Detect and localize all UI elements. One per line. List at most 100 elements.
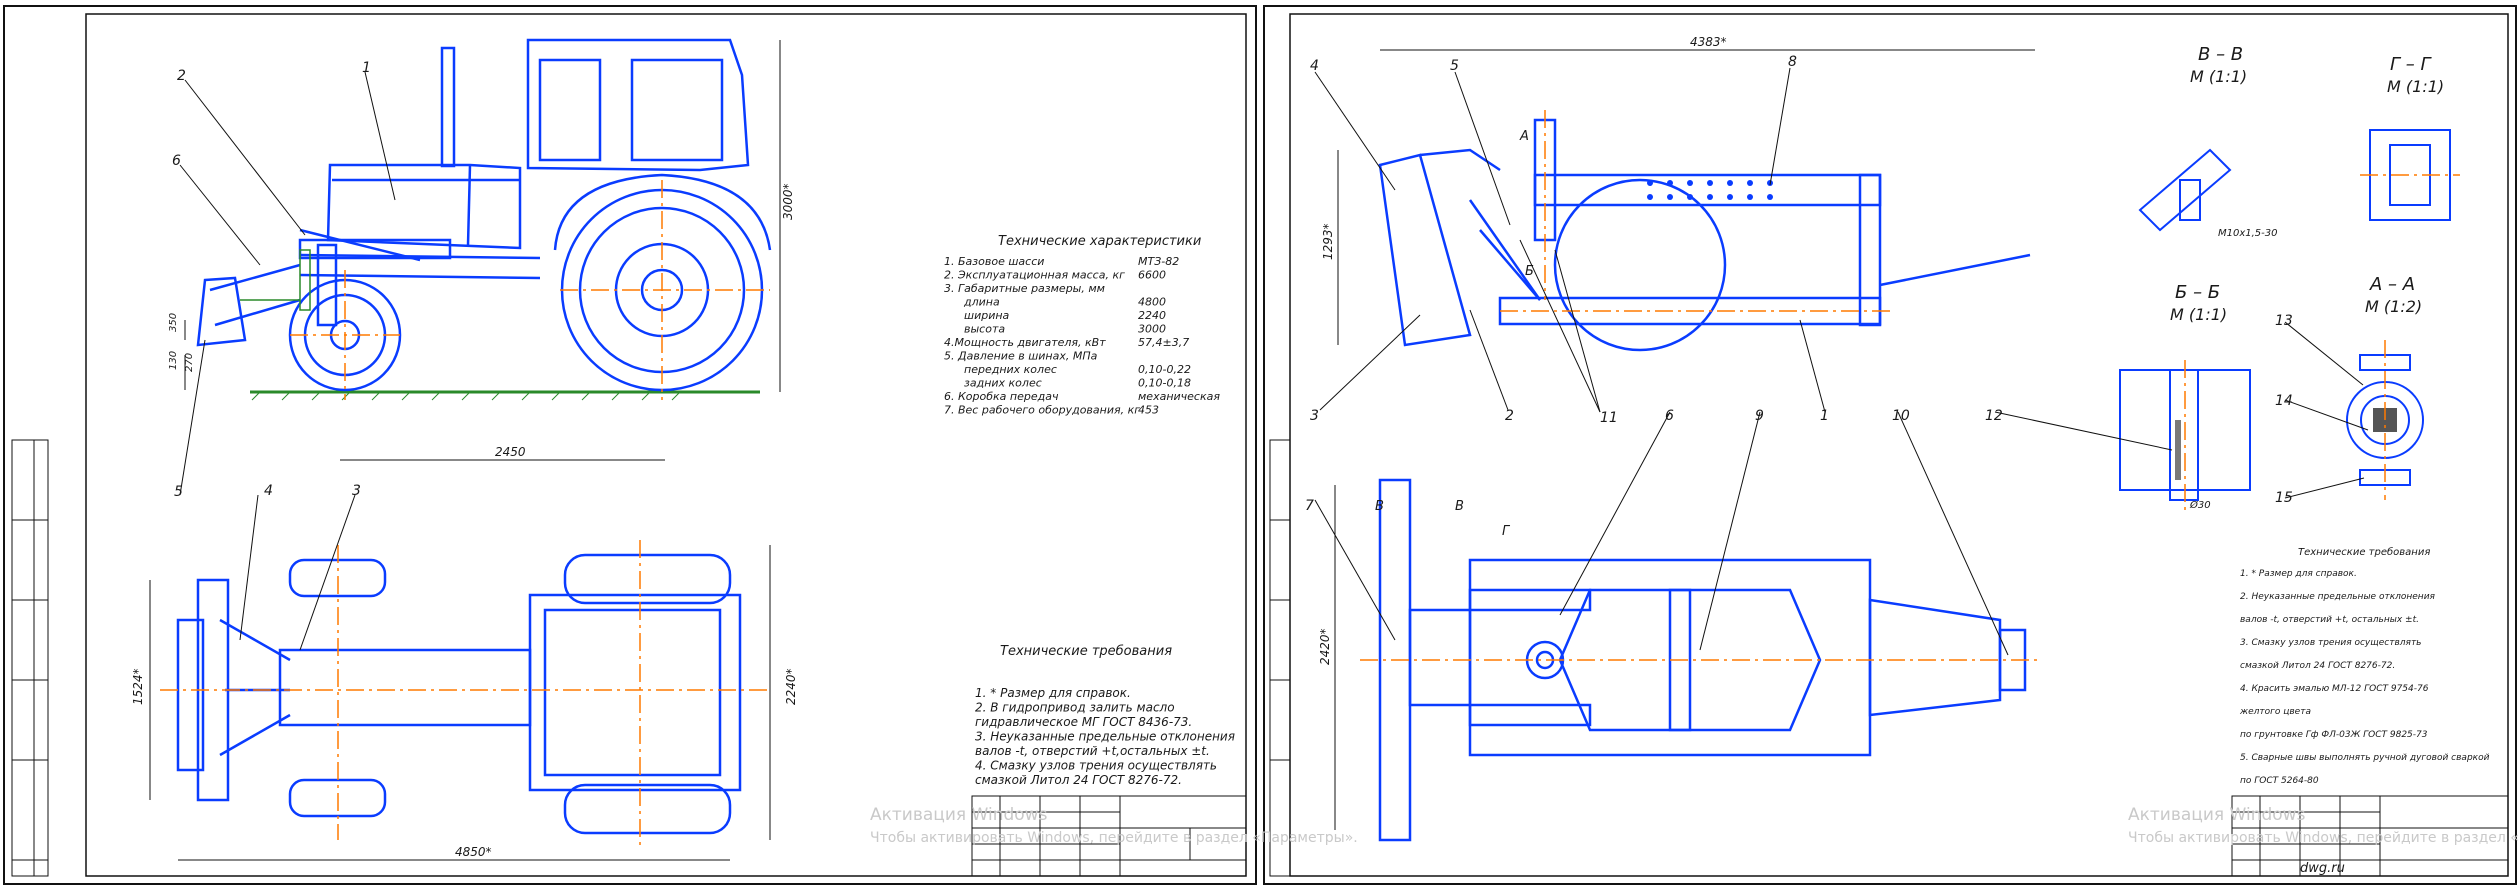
left-tech-req-line: смазкой Литол 24 ГОСТ 8276-72.: [975, 773, 1182, 787]
tech-char-value: 453: [1138, 404, 1159, 417]
exhaust-pipe: [440, 46, 456, 168]
dim-d3: 270: [184, 353, 195, 372]
attachment-side-view: [1378, 118, 2031, 352]
tech-characteristics: Технические характеристики 1. Базовое ша…: [944, 234, 1220, 417]
ground-hatch: [251, 391, 681, 401]
site-mark: dwg.ru: [2300, 861, 2345, 876]
right-callout-15: 15: [2275, 490, 2293, 506]
activation-watermark: Активация Windows Чтобы активировать Win…: [870, 805, 2520, 846]
watermark-line1-right: Активация Windows: [2128, 805, 2306, 825]
tech-char-value: 57,4±3,7: [1138, 336, 1189, 349]
watermark-line1: Активация Windows: [870, 805, 1048, 825]
tech-char-value: 0,10-0,22: [1138, 363, 1191, 376]
right-sheet: 4383* 1293* 2420*: [1263, 5, 2517, 885]
cab: [526, 38, 750, 172]
left-tech-req-line: 3. Неуказанные предельные отклонения: [975, 730, 1235, 744]
left-callout-3: 3: [352, 483, 361, 499]
left-sheet: 3000* 2450 1524* 2240* 4850* 350 130 270…: [3, 5, 1257, 885]
tech-char-value: 3000: [1138, 323, 1166, 336]
right-callout-3: 3: [1310, 408, 1319, 424]
right-callout-11: 11: [1600, 410, 1618, 426]
blade-side: [1378, 153, 1472, 347]
right-tech-requirements: Технические требования 1. * Размер для с…: [2239, 546, 2490, 786]
left-sheet-border: [3, 5, 1257, 885]
tech-char-value: 2240: [1138, 309, 1166, 322]
tech-char-label: длина: [963, 296, 1000, 309]
left-dims: [149, 40, 781, 861]
dim-overall: 4383*: [1690, 35, 1727, 49]
right-callout-9: 9: [1755, 408, 1764, 424]
dim-pin: Ø30: [2189, 499, 2211, 511]
view-mark-a: А: [1519, 129, 1529, 144]
tech-char-title: Технические характеристики: [998, 234, 1201, 249]
right-dims-side: [1334, 49, 2035, 830]
section-label-vv: В – В: [2198, 44, 2243, 65]
dim-height: 3000*: [781, 183, 795, 220]
right-title-block: [2231, 795, 2509, 877]
tech-char-label: 2. Эксплуатационная масса, кг: [944, 269, 1125, 282]
left-tech-req-line: 2. В гидропривод залить масло: [975, 701, 1175, 715]
right-tech-req-line: по ГОСТ 5264-80: [2240, 776, 2319, 786]
attachment-side-axes: [1500, 110, 1890, 312]
top-axes: [160, 540, 770, 850]
tech-char-value: 4800: [1138, 296, 1166, 309]
view-mark-g: Г: [1502, 524, 1511, 539]
left-leaders: [179, 71, 396, 651]
left-title-block: [971, 795, 1247, 877]
section-scale-gg: М (1:1): [2387, 77, 2444, 96]
right-leaders: [1314, 67, 2369, 656]
tech-char-label: 1. Базовое шасси: [944, 255, 1044, 268]
right-tech-req-line: 3. Смазку узлов трения осуществлять: [2240, 638, 2422, 648]
left-callout-6: 6: [172, 153, 181, 169]
upper-frame: [1533, 173, 1882, 207]
right-callout-13: 13: [2275, 313, 2293, 329]
right-callout-8: 8: [1788, 54, 1797, 70]
hitch: [1868, 598, 2002, 717]
section-scale-vv: М (1:1): [2190, 67, 2247, 86]
dim-bolt: М10х1,5-30: [2218, 228, 2278, 239]
watermark-line2: Чтобы активировать Windows, перейдите в …: [870, 830, 1358, 846]
right-tech-req-line: смазкой Литол 24 ГОСТ 8276-72.: [2240, 661, 2395, 671]
left-tech-req-line: 1. * Размер для справок.: [975, 686, 1131, 700]
right-callout-14: 14: [2275, 393, 2293, 409]
right-tech-req-line: 4. Красить эмалью МЛ-12 ГОСТ 9754-76: [2240, 684, 2429, 694]
right-callout-1: 1: [1820, 408, 1829, 424]
right-callout-6: 6: [1665, 408, 1674, 424]
dim-length: 4850*: [455, 845, 492, 859]
view-mark-v2: В: [1455, 499, 1464, 514]
right-tech-req-title: Технические требования: [2298, 546, 2430, 558]
right-tech-req-line: желтого цвета: [2239, 707, 2311, 717]
tech-char-label: 6. Коробка передач: [944, 390, 1059, 403]
dim-d2: 130: [168, 351, 179, 370]
left-callout-4: 4: [264, 483, 273, 499]
dim-width-right: 2420*: [1318, 628, 1332, 665]
side-axes: [290, 180, 770, 400]
section-scale-aa: М (1:2): [2365, 297, 2422, 316]
right-callout-4: 4: [1310, 58, 1319, 74]
tech-char-label: высота: [964, 323, 1005, 336]
section-label-aa: А – А: [2369, 274, 2415, 295]
tractor-top-view: [176, 553, 742, 835]
blade-details: [240, 249, 311, 311]
rear-tyre-top: [563, 553, 732, 605]
right-callout-12: 12: [1985, 408, 2003, 424]
dim-width-b: 2240*: [784, 668, 798, 705]
dim-wheelbase: 2450: [495, 445, 526, 459]
left-sheet-frame: [85, 13, 1247, 877]
left-tech-req-title: Технические требования: [1000, 644, 1172, 659]
right-callout-10: 10: [1892, 408, 1910, 424]
right-side-stamp: [1269, 439, 1291, 877]
right-tech-req-line: 1. * Размер для справок.: [2240, 569, 2357, 579]
tech-char-value: МТЗ-82: [1138, 255, 1179, 268]
tech-char-value: 0,10-0,18: [1138, 377, 1191, 390]
tech-char-label: 7. Вес рабочего оборудования, кг: [944, 404, 1140, 417]
section-axes: [2184, 174, 2460, 510]
tech-char-label: 5. Давление в шинах, МПа: [944, 350, 1098, 363]
dim-d1: 350: [168, 313, 179, 332]
left-tech-requirements: Технические требования 1. * Размер для с…: [975, 644, 1235, 787]
left-tech-req-line: валов -t, отверстий +t,остальных ±t.: [975, 744, 1210, 758]
right-callout-2: 2: [1505, 408, 1514, 424]
tech-char-value: 6600: [1138, 269, 1166, 282]
left-callout-2: 2: [177, 68, 186, 84]
